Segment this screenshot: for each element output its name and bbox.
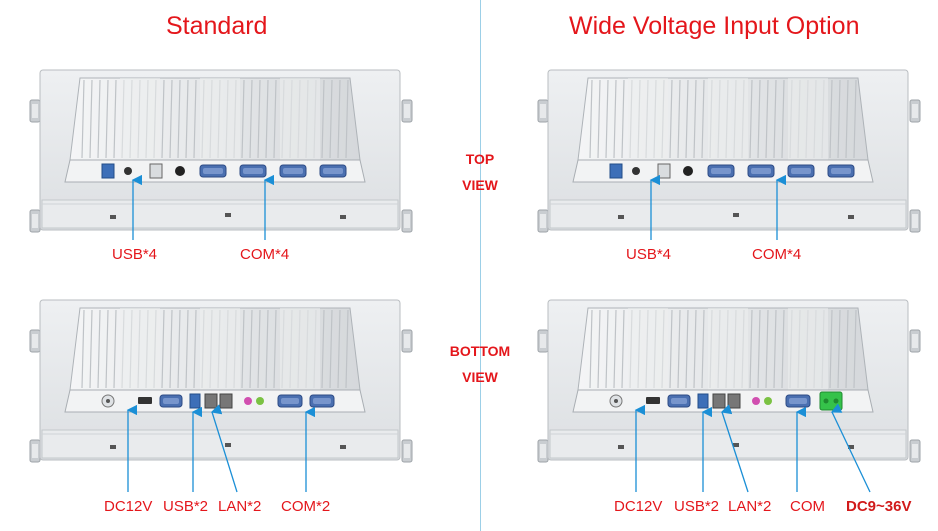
com-port-icon xyxy=(707,164,735,178)
com-port-icon xyxy=(747,164,775,178)
audio-jack-icon xyxy=(764,397,772,405)
heading-wide-voltage: Wide Voltage Input Option xyxy=(569,12,860,40)
com-port-icon xyxy=(199,164,227,178)
callout-usb2-wide: USB*2 xyxy=(674,498,720,515)
lan-port-icon xyxy=(219,393,233,409)
arrow-lan2-wide xyxy=(720,404,749,493)
callout-usb2-standard: USB*2 xyxy=(163,498,209,515)
lan-port-icon xyxy=(712,393,726,409)
com-port-icon xyxy=(309,394,335,408)
com-port-icon xyxy=(787,164,815,178)
panel-pc-bottom-standard xyxy=(29,299,413,463)
callout-com-wide: COM xyxy=(790,498,825,515)
com-port-icon xyxy=(785,394,811,408)
usb-port-icon xyxy=(189,393,201,409)
audio-jack-icon xyxy=(244,397,252,405)
vga-port-icon xyxy=(667,394,691,408)
hdmi-port-icon xyxy=(646,397,660,404)
com-port-icon xyxy=(827,164,855,178)
callout-dc9-36v-wide: DC9~36V xyxy=(846,498,912,515)
usb-port-icon xyxy=(149,163,163,179)
callout-usb4-standard: USB*4 xyxy=(112,246,158,263)
arrow-lan2-standard xyxy=(210,404,238,493)
callout-com4-wide: COM*4 xyxy=(752,246,802,263)
power-button-icon xyxy=(683,166,693,176)
terminal-block-icon xyxy=(819,391,843,411)
audio-jack-icon xyxy=(752,397,760,405)
heading-standard: Standard xyxy=(166,12,268,40)
usb-port-icon xyxy=(101,163,115,179)
usb-port-icon xyxy=(609,163,623,179)
arrow-dc9-36v-wide xyxy=(830,403,871,493)
lan-port-icon xyxy=(204,393,218,409)
audio-jack-icon xyxy=(256,397,264,405)
audio-jack-icon xyxy=(632,167,640,175)
callout-lan2-wide: LAN*2 xyxy=(728,498,772,515)
callout-lan2-standard: LAN*2 xyxy=(218,498,262,515)
callout-dc12v-standard: DC12V xyxy=(104,498,153,515)
usb-port-icon xyxy=(697,393,709,409)
callout-dc12v-wide: DC12V xyxy=(614,498,663,515)
vga-port-icon xyxy=(159,394,183,408)
power-button-icon xyxy=(175,166,185,176)
usb-port-icon xyxy=(657,163,671,179)
audio-jack-icon xyxy=(124,167,132,175)
top-view-label: TOP VIEW xyxy=(462,151,498,193)
com-port-icon xyxy=(279,164,307,178)
com-port-icon xyxy=(319,164,347,178)
lan-port-icon xyxy=(727,393,741,409)
panel-pc-top-wide xyxy=(537,69,921,233)
hdmi-port-icon xyxy=(138,397,152,404)
center-divider xyxy=(480,0,481,531)
com-port-icon xyxy=(277,394,303,408)
callout-com4-standard: COM*4 xyxy=(240,246,290,263)
bottom-view-label: BOTTOM VIEW xyxy=(449,343,511,385)
com-port-icon xyxy=(239,164,267,178)
panel-pc-top-standard xyxy=(29,69,413,233)
callout-usb4-wide: USB*4 xyxy=(626,246,672,263)
callout-com2-standard: COM*2 xyxy=(281,498,331,515)
panel-pc-bottom-wide xyxy=(537,299,921,463)
